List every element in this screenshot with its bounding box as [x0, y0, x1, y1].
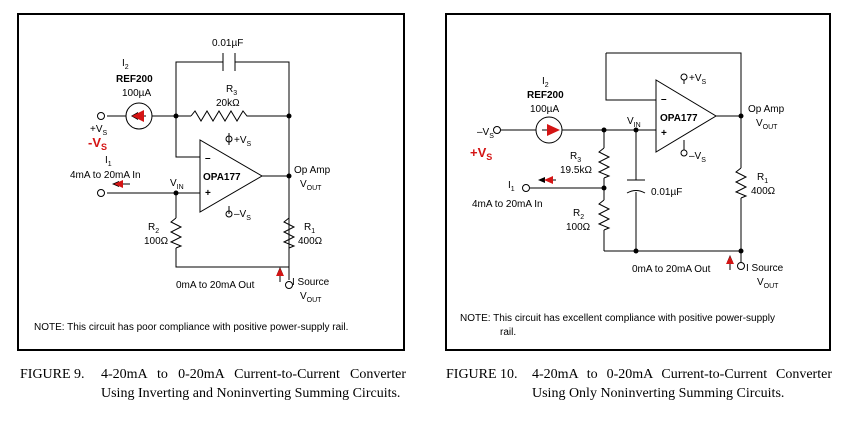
output-range-label: 0mA to 20mA Out — [632, 264, 711, 275]
r1-designator: R1 — [304, 222, 315, 235]
r3-value: 20kΩ — [216, 98, 240, 109]
vout-label: VOUT — [756, 118, 778, 131]
i-source-label: I Source — [292, 277, 330, 288]
vout-terminal-label: VOUT — [300, 291, 322, 304]
noninverting-input-sign: + — [661, 128, 667, 139]
ref200-current-source-icon — [125, 102, 153, 130]
r1-value: 400Ω — [298, 236, 323, 247]
neg-supply-label: –VS — [689, 151, 706, 164]
input-range-label: 4mA to 20mA In — [70, 170, 141, 181]
resistor-r1 — [282, 217, 296, 249]
figure-10-frame — [445, 13, 831, 351]
r2-designator: R2 — [148, 222, 159, 235]
supply-terminal-icon — [225, 210, 233, 218]
input-terminal-icon — [97, 189, 105, 197]
figure-10-number: FIGURE 10. — [446, 367, 518, 382]
opamp-output-label: Op Amp — [294, 165, 331, 176]
input-range-label: 4mA to 20mA In — [472, 199, 543, 210]
vout-label: VOUT — [300, 179, 322, 192]
inverting-input-sign: – — [205, 153, 211, 164]
neg-supply-label: –VS — [234, 209, 251, 222]
supply-terminal-icon — [680, 73, 688, 81]
r2-value: 100Ω — [566, 222, 591, 233]
r1-designator: R1 — [757, 172, 768, 185]
ref200-current-label: 100µA — [530, 104, 559, 115]
vin-label: VIN — [627, 116, 641, 129]
figure-9-caption: FIGURE 9. 4-20mA to 0-20mA Current-to-Cu… — [20, 365, 406, 425]
supply-terminal-icon — [680, 149, 688, 157]
output-terminal-icon — [285, 281, 293, 289]
resistor-r2 — [169, 217, 183, 249]
i2-label: I2 — [542, 76, 549, 89]
r1-value: 400Ω — [751, 186, 776, 197]
vin-label: VIN — [170, 178, 184, 191]
vout-terminal-label: VOUT — [757, 277, 779, 290]
capacitor-label: 0.01µF — [212, 38, 243, 49]
ref200-label: REF200 — [527, 90, 564, 101]
vs-red-annotation: +VS — [470, 145, 492, 162]
figure-9-caption-text: 4-20mA to 0-20mA Current-to-Current Conv… — [101, 367, 406, 401]
output-terminal-icon — [737, 262, 745, 270]
ref200-current-label: 100µA — [122, 88, 151, 99]
supply-terminal-icon — [225, 135, 233, 143]
r3-value: 19.5kΩ — [560, 165, 592, 176]
i2-label: I2 — [122, 58, 129, 71]
resistor-r3 — [597, 147, 611, 179]
vs-terminal-icon — [493, 126, 501, 134]
figure-9-number: FIGURE 9. — [20, 367, 85, 382]
input-terminal-icon — [522, 184, 530, 192]
figure-10-caption: FIGURE 10. 4-20mA to 0-20mA Current-to-C… — [446, 365, 832, 425]
noninverting-input-sign: + — [205, 188, 211, 199]
figure-10-caption-text: 4-20mA to 0-20mA Current-to-Current Conv… — [532, 367, 832, 401]
output-range-label: 0mA to 20mA Out — [176, 280, 255, 291]
r2-designator: R2 — [573, 208, 584, 221]
ref200-label: REF200 — [116, 74, 153, 85]
figure-10-schematic: I2 REF200 100µA –VS +VS VIN OPA177 +VS –… — [445, 13, 831, 351]
resistor-r2 — [597, 199, 611, 231]
figure-9-note: NOTE: This circuit has poor compliance w… — [34, 322, 348, 333]
opamp-opa177-icon — [199, 139, 263, 213]
pos-supply-label: +VS — [689, 73, 707, 86]
figure-9-schematic: 0.01µF I2 REF200 100µA R3 20kΩ +VS -VS +… — [17, 13, 405, 351]
vs-terminal-icon — [97, 112, 105, 120]
resistor-r1 — [734, 167, 748, 199]
i1-label: I1 — [508, 180, 515, 193]
ref200-current-source-icon — [535, 116, 563, 144]
vs-red-annotation: -VS — [88, 135, 107, 152]
opamp-label: OPA177 — [660, 113, 698, 124]
figure-10-note-line-2: rail. — [500, 327, 516, 338]
pos-supply-label: +VS — [234, 135, 252, 148]
i1-label: I1 — [105, 155, 112, 168]
figure-9-frame — [17, 13, 405, 351]
inverting-input-sign: – — [661, 94, 667, 105]
capacitor-plate-b — [626, 190, 646, 194]
opamp-label: OPA177 — [203, 172, 241, 183]
r3-designator: R3 — [226, 84, 237, 97]
opamp-output-label: Op Amp — [748, 104, 785, 115]
opamp-opa177-icon — [655, 79, 717, 153]
resistor-r3 — [190, 110, 251, 122]
figure-10-note-line-1: NOTE: This circuit has excellent complia… — [460, 313, 775, 324]
r2-value: 100Ω — [144, 236, 169, 247]
vs-label: –VS — [477, 127, 494, 140]
r3-designator: R3 — [570, 151, 581, 164]
capacitor-label: 0.01µF — [651, 187, 682, 198]
i-source-label: I Source — [746, 263, 784, 274]
vs-label: +VS — [90, 124, 108, 137]
